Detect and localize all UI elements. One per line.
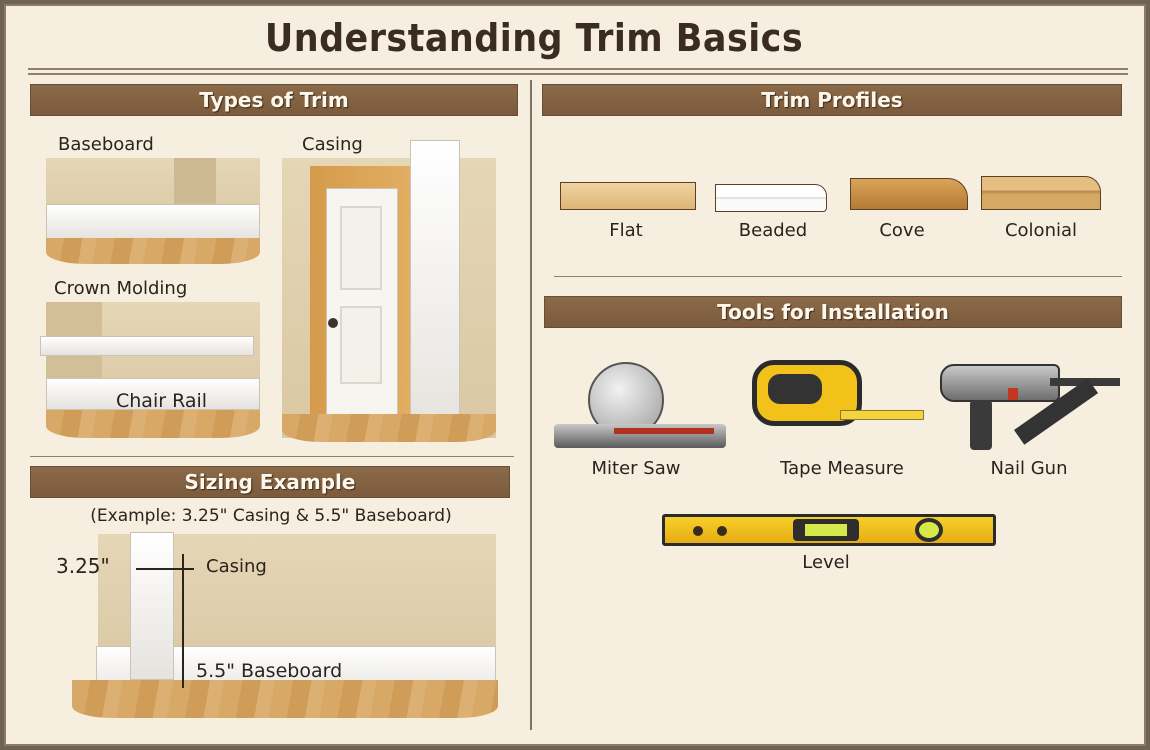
title-rule-top <box>28 68 1128 70</box>
nail-gun-icon <box>940 360 1126 456</box>
baseboard-label: Baseboard <box>58 134 154 155</box>
casing-label: Casing <box>302 134 363 155</box>
colonial-profile-icon <box>981 176 1101 210</box>
colonial-label: Colonial <box>1004 220 1078 241</box>
beaded-profile-icon <box>715 184 827 212</box>
chair-rail-label: Chair Rail <box>116 390 208 412</box>
title-rule-bottom <box>28 73 1128 75</box>
crown-molding-label: Crown Molding <box>54 278 188 299</box>
miter-saw-icon <box>554 362 726 452</box>
sizing-divider <box>30 456 514 457</box>
trim-profiles-header: Trim Profiles <box>542 84 1122 116</box>
tape-measure-label: Tape Measure <box>780 458 904 479</box>
casing-measure: 3.25" <box>56 554 110 578</box>
cove-profile-icon <box>850 178 968 210</box>
page-title: Understanding Trim Basics <box>264 16 804 60</box>
level-icon <box>662 514 996 546</box>
infographic-page: Understanding Trim Basics Types of Trim … <box>4 4 1146 746</box>
level-label: Level <box>802 552 850 573</box>
flat-label: Flat <box>609 220 643 241</box>
types-of-trim-header: Types of Trim <box>30 84 518 116</box>
profiles-divider <box>554 276 1122 277</box>
nail-gun-label: Nail Gun <box>990 458 1068 479</box>
column-divider <box>530 80 532 730</box>
flat-profile-icon <box>560 182 696 210</box>
tape-measure-icon <box>752 360 932 440</box>
tools-header: Tools for Installation <box>544 296 1122 328</box>
sizing-subtitle: (Example: 3.25" Casing & 5.5" Baseboard) <box>90 506 452 526</box>
casing-measure-label: Casing <box>206 556 267 577</box>
baseboard-measure-label: 5.5" Baseboard <box>196 660 343 682</box>
beaded-label: Beaded <box>738 220 808 241</box>
miter-saw-label: Miter Saw <box>591 458 681 479</box>
cove-label: Cove <box>879 220 925 241</box>
sizing-header: Sizing Example <box>30 466 510 498</box>
